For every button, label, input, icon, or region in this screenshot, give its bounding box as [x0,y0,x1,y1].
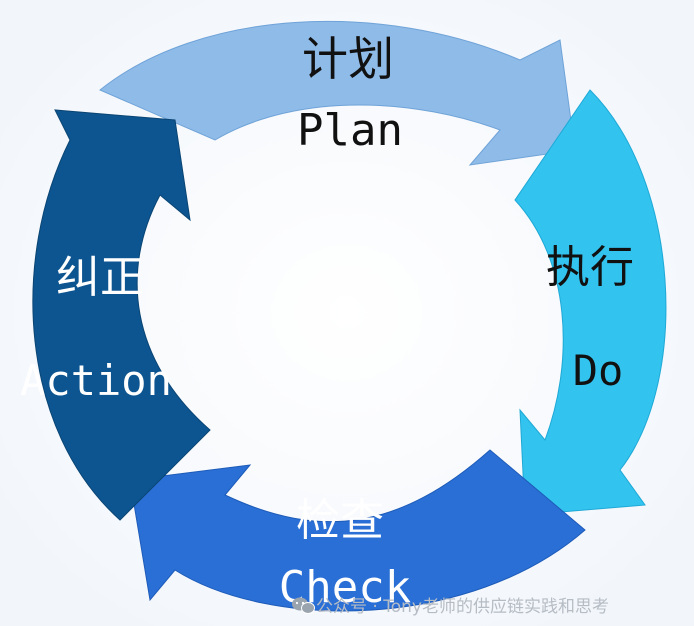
check-arrow [129,449,586,612]
action-label-en: Action [20,356,172,405]
plan-label-en: Plan [297,105,403,156]
watermark-text: 公众号 · Tony老师的供应链实践和思考 [316,597,609,617]
do-label-cn: 执行 [546,242,634,293]
do-label-en: Do [573,346,624,395]
action-arrow [32,109,211,521]
plan-arrow [99,21,576,166]
action-label-cn: 纠正 [56,252,144,303]
do-arrow [514,89,667,516]
watermark: 公众号 · Tony老师的供应链实践和思考 [292,597,609,617]
wechat-icon [292,597,315,614]
check-label-cn: 检查 [296,495,384,546]
plan-label-cn: 计划 [302,32,394,86]
